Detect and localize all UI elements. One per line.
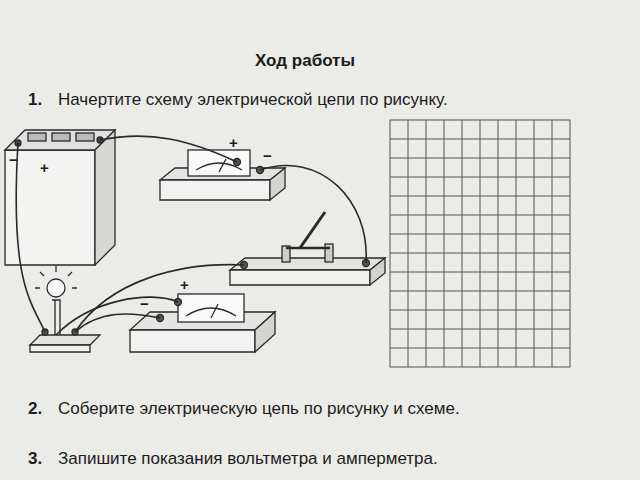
instruction-text: Соберите электрическую цепь по рисунку и… — [58, 400, 460, 419]
voltmeter — [130, 294, 275, 352]
drawing-grid — [390, 120, 570, 367]
instruction-text: Запишите показания вольтметра и ампермет… — [58, 450, 438, 469]
step-number: 1. — [28, 91, 42, 110]
instruction-text: Начертите схему электрической цепи по ри… — [58, 91, 448, 110]
wires — [16, 136, 366, 335]
lamp — [30, 266, 100, 352]
polarity-sign: − — [140, 296, 149, 313]
battery — [5, 130, 115, 265]
step-number: 3. — [28, 450, 42, 469]
polarity-sign: − — [9, 152, 18, 169]
polarity-sign: + — [180, 277, 189, 294]
polarity-sign: − — [263, 148, 272, 165]
section-heading: Ход работы — [255, 52, 355, 71]
polarity-sign: + — [40, 160, 49, 177]
step-number: 2. — [28, 400, 42, 419]
polarity-sign: + — [229, 135, 238, 152]
